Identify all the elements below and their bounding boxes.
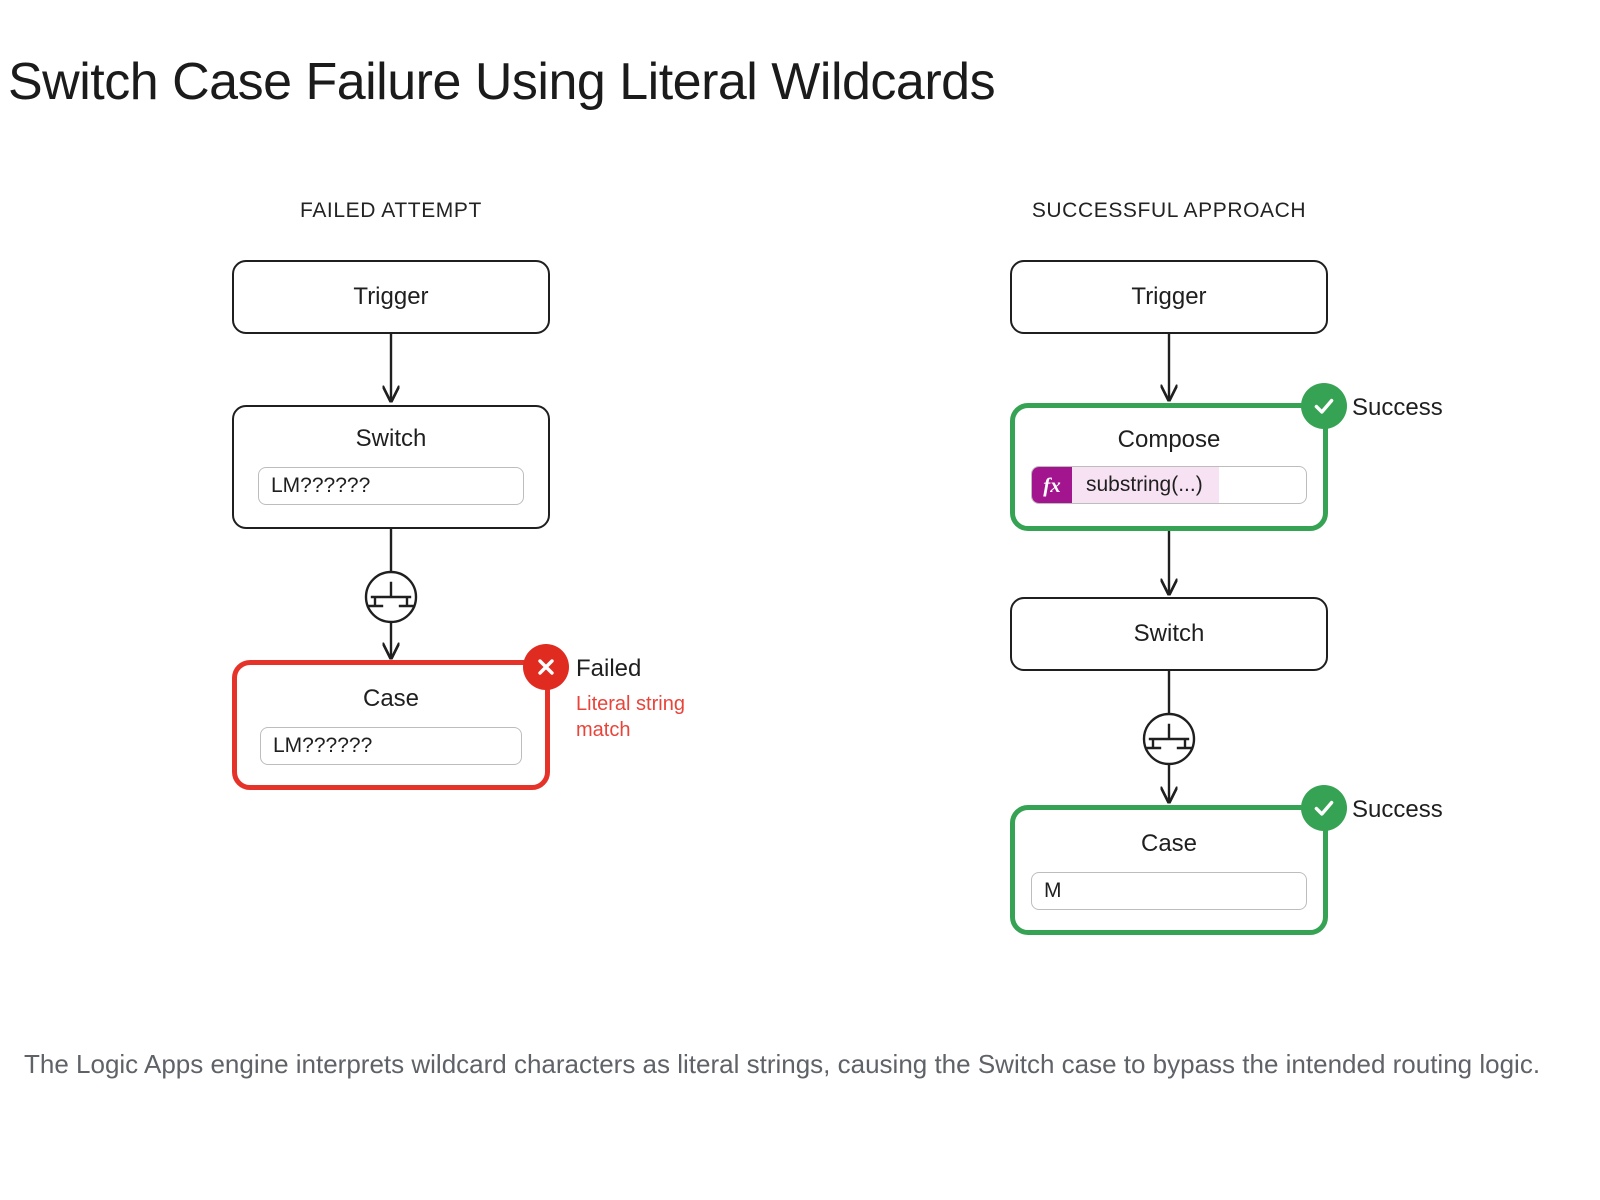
case-value-text: M [1044, 879, 1062, 902]
case-value-input[interactable]: LM?????? [260, 727, 522, 765]
branch-icon-right [1142, 712, 1196, 766]
x-icon [523, 644, 569, 690]
switch-value-text: LM?????? [271, 474, 371, 497]
status-badge-failed-label: Failed [576, 655, 642, 682]
node-success-compose[interactable]: Compose fx substring(...) [1010, 403, 1328, 531]
status-badge-failed-note: Literal string match [576, 693, 685, 741]
node-title: Case [1140, 830, 1198, 857]
page-title: Switch Case Failure Using Literal Wildca… [8, 53, 996, 111]
node-title: Trigger [353, 283, 429, 310]
node-success-case[interactable]: Case M [1010, 805, 1328, 935]
fx-label: fx [1043, 472, 1061, 497]
node-success-trigger[interactable]: Trigger [1010, 260, 1328, 334]
column-header-failed-attempt: FAILED ATTEMPT [300, 199, 482, 222]
node-failed-trigger[interactable]: Trigger [232, 260, 550, 334]
node-failed-case[interactable]: Case LM?????? [232, 660, 550, 790]
column-header-successful-approach: SUCCESSFUL APPROACH [1031, 199, 1307, 222]
node-title: Trigger [1131, 283, 1207, 310]
diagram-canvas: FAILED ATTEMPT SUCCESSFUL APPROACH [232, 199, 1443, 935]
compose-expression-input[interactable]: fx substring(...) [1031, 466, 1307, 504]
check-icon [1301, 383, 1347, 429]
node-failed-switch[interactable]: Switch LM?????? [232, 405, 550, 529]
switch-value-input[interactable]: LM?????? [258, 467, 524, 505]
node-title: Compose [1117, 426, 1221, 453]
node-title: Case [362, 685, 420, 712]
node-title: Switch [1133, 620, 1205, 647]
caption-text: The Logic Apps engine interprets wildcar… [24, 1049, 1541, 1079]
branch-icon-left [364, 570, 418, 624]
fx-icon: fx [1032, 467, 1072, 503]
case-value-text: LM?????? [273, 734, 373, 757]
status-badge-compose-label: Success [1352, 394, 1443, 421]
expression-token: substring(...) [1072, 467, 1219, 503]
node-title: Switch [355, 425, 427, 452]
node-success-switch[interactable]: Switch [1010, 597, 1328, 671]
status-badge-case-label: Success [1352, 796, 1443, 823]
check-icon [1301, 785, 1347, 831]
case-value-input[interactable]: M [1031, 872, 1307, 910]
